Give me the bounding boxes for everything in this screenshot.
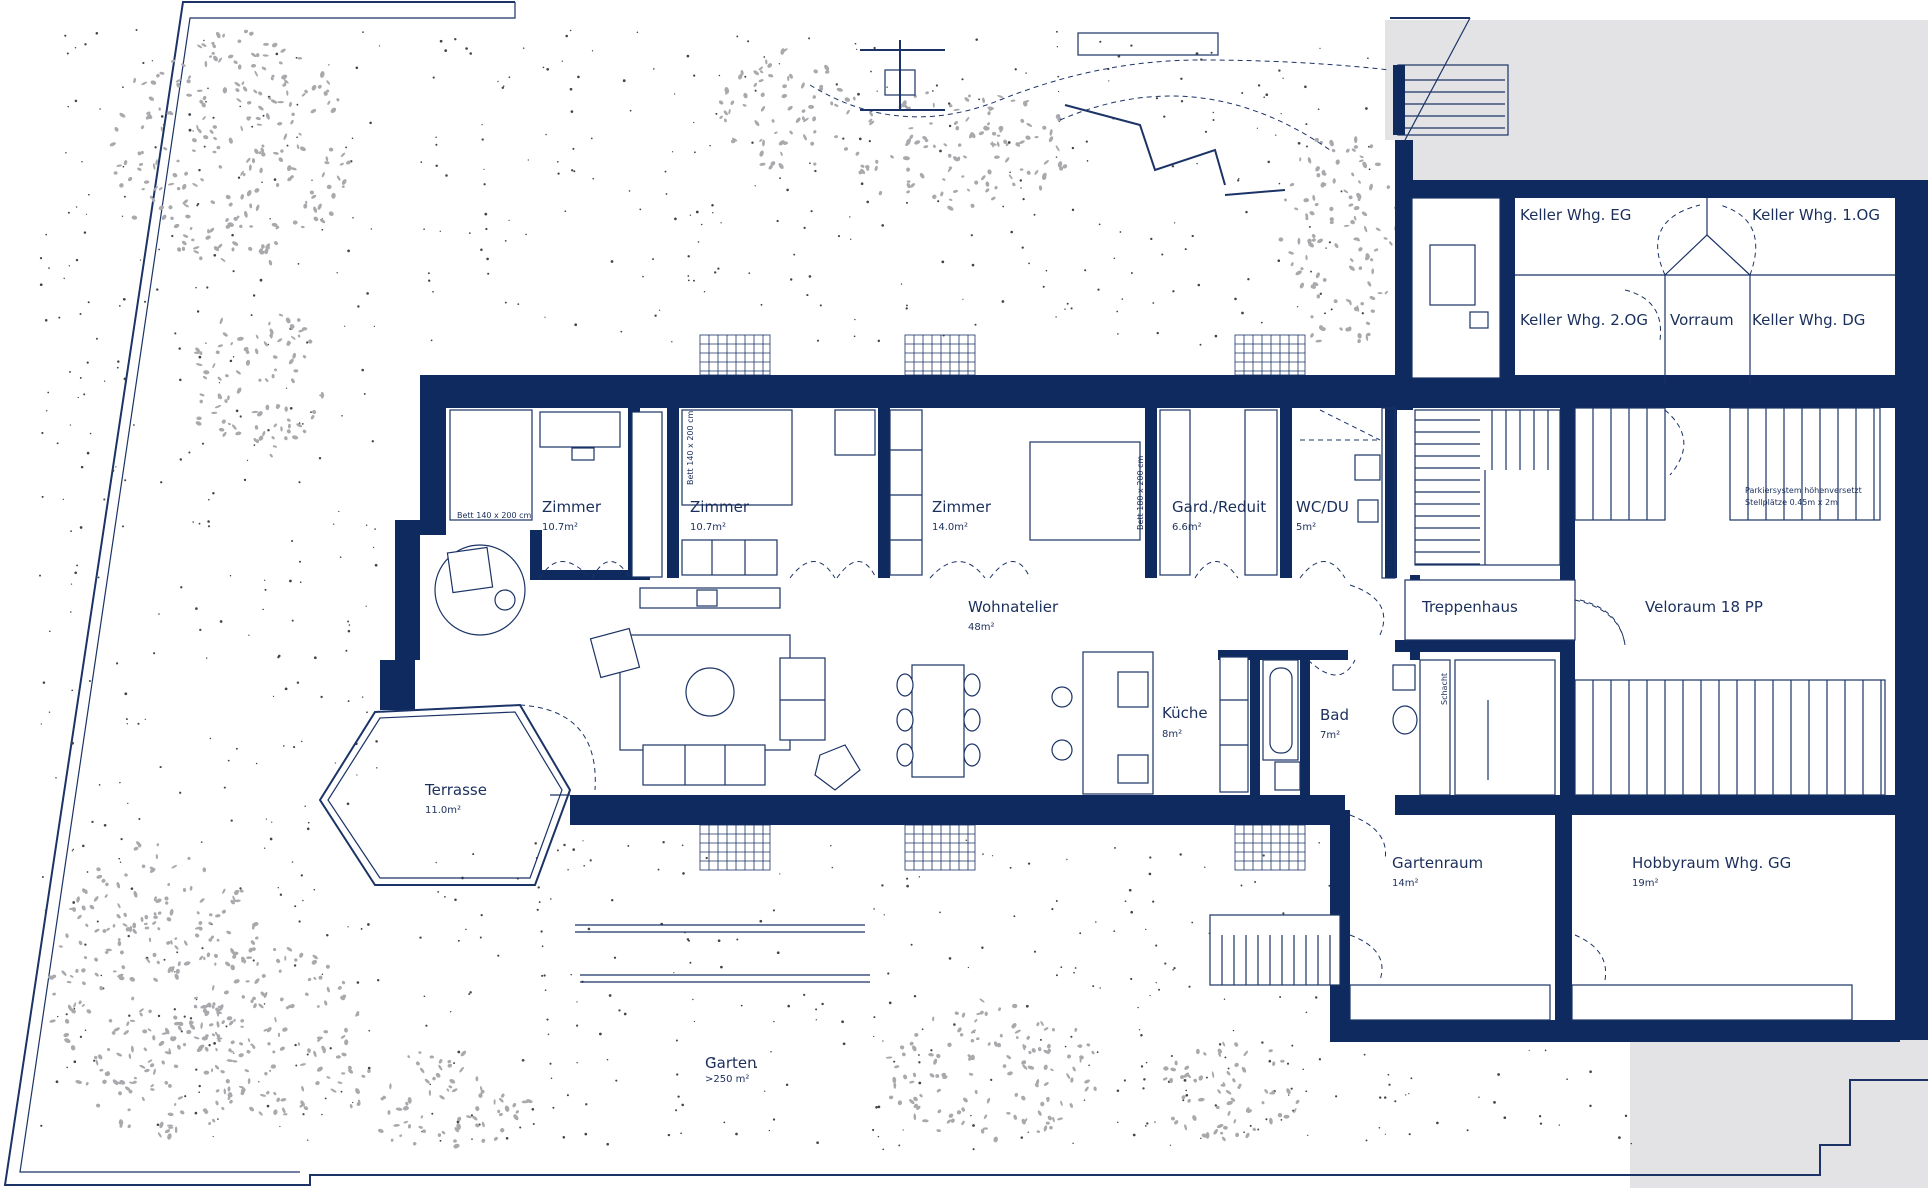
room-label-keller-eg: Keller Whg. EG (1520, 206, 1631, 224)
room-wohnatelier (434, 544, 1073, 796)
room-label-veloraum: Veloraum 18 PP (1645, 598, 1763, 616)
room-label-garten: Garten (705, 1054, 757, 1072)
room-area-hobbyraum: 19m² (1632, 878, 1658, 889)
bed-note-3: Bett 180 x 200 cm (1136, 455, 1145, 530)
room-label-treppenhaus: Treppenhaus (1421, 598, 1518, 616)
garden-texture (39, 29, 1633, 1151)
room-bad (1262, 659, 1556, 796)
bed-note-2: Bett 140 x 200 cm (686, 410, 695, 485)
room-area-gartenraum: 14m² (1392, 878, 1418, 889)
room-zimmer-3 (889, 409, 1141, 579)
room-area-wohnatelier: 48m² (968, 622, 994, 633)
room-label-zimmer-2: Zimmer (690, 498, 750, 516)
exterior-stairs (1393, 64, 1509, 136)
neighbour-area (1385, 20, 1928, 1188)
room-labels: Zimmer 10.7m² Zimmer 10.7m² Zimmer 14.0m… (424, 206, 1880, 1085)
room-area-zimmer-3: 14.0m² (932, 522, 968, 533)
room-kueche (1082, 651, 1249, 795)
shaft-note-1: Schacht (1385, 543, 1394, 575)
room-label-bad: Bad (1320, 706, 1349, 724)
room-area-zimmer-2: 10.7m² (690, 522, 726, 533)
plot-boundary (3, 0, 1928, 1186)
room-area-bad: 7m² (1320, 730, 1340, 741)
room-area-terrasse: 11.0m² (425, 805, 461, 816)
room-label-zimmer-3: Zimmer (932, 498, 992, 516)
room-area-garten: >250 m² (705, 1074, 749, 1085)
room-area-gard-reduit: 6.6m² (1172, 522, 1202, 533)
parking-note-line2: Stellplätze 0.45m x 2m (1745, 498, 1838, 507)
room-area-wc-du: 5m² (1296, 522, 1316, 533)
room-terrasse (318, 703, 596, 886)
garden-furniture (575, 32, 1391, 983)
room-area-kueche: 8m² (1162, 729, 1182, 740)
room-zimmer-2 (681, 409, 877, 579)
shaft-note-2: Schacht (1440, 673, 1449, 705)
room-label-keller-2og: Keller Whg. 2.OG (1520, 311, 1648, 329)
room-label-keller-dg: Keller Whg. DG (1752, 311, 1865, 329)
room-label-keller-1og: Keller Whg. 1.OG (1752, 206, 1880, 224)
room-label-wohnatelier: Wohnatelier (968, 598, 1059, 616)
room-label-zimmer-1: Zimmer (542, 498, 602, 516)
room-wc-du (1299, 407, 1396, 579)
walls (380, 140, 1928, 1042)
room-veloraum (1574, 407, 1886, 796)
room-kellers (1411, 197, 1895, 385)
bed-note-1: Bett 140 x 200 cm (457, 511, 532, 520)
room-label-hobbyraum: Hobbyraum Whg. GG (1632, 854, 1791, 872)
room-label-wc-du: WC/DU (1296, 498, 1349, 516)
room-gard-reduit (1159, 409, 1278, 579)
room-area-zimmer-1: 10.7m² (542, 522, 578, 533)
room-label-vorraum: Vorraum (1670, 311, 1734, 329)
room-zimmer-1 (449, 409, 663, 579)
parking-note-line1: Parkiersystem höhenversetzt (1745, 486, 1862, 495)
shrub-cluster (47, 29, 1398, 1149)
room-label-kueche: Küche (1162, 704, 1208, 722)
room-label-gartenraum: Gartenraum (1392, 854, 1483, 872)
room-hobbyraum (1571, 934, 1853, 1021)
stair-core (1349, 409, 1626, 646)
room-gartenraum (1209, 814, 1551, 1021)
annotations: Bett 140 x 200 cm Bett 140 x 200 cm Bett… (457, 410, 1862, 705)
room-label-gard-reduit: Gard./Reduit (1172, 498, 1266, 516)
room-label-terrasse: Terrasse (424, 781, 487, 799)
